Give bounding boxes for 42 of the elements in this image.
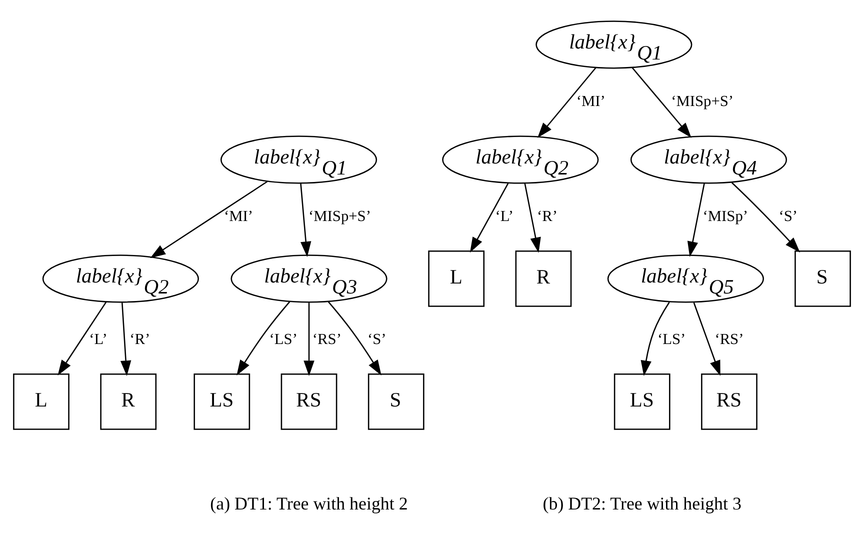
arrow (236, 300, 290, 375)
arrow (304, 302, 314, 376)
edge-label: ‘LS’ (269, 330, 298, 348)
edge-label: ‘MISp’ (702, 208, 748, 225)
arrow (58, 301, 107, 375)
node-box: L (428, 250, 485, 306)
arrow (731, 182, 800, 252)
edge-label: ‘S’ (778, 208, 798, 225)
arrow (537, 66, 596, 138)
arrow (687, 182, 705, 256)
edge-label: ‘MISp+S’ (308, 208, 371, 225)
edge-label: ‘RS’ (714, 330, 744, 348)
arrow (328, 300, 382, 375)
edge-label: ‘R’ (537, 208, 558, 225)
edge-label: ‘L’ (89, 330, 108, 348)
node-box: S (368, 373, 424, 430)
node-box: R (100, 373, 157, 430)
edge-label: ‘MISp+S’ (671, 92, 734, 110)
node-box: R (515, 250, 572, 306)
edge-label: ‘MI’ (224, 208, 254, 225)
node-box: LS (614, 373, 670, 430)
arrow (693, 302, 720, 376)
arrow (524, 182, 541, 252)
edge-label: ‘MI’ (576, 92, 606, 110)
label: (a) DT1: Tree with height 2 (210, 493, 408, 514)
edge-label: ‘S’ (368, 330, 386, 348)
arrow (300, 182, 312, 256)
arrow (150, 180, 268, 258)
edge-label: ‘LS’ (658, 330, 686, 348)
edge-label: ‘RS’ (312, 330, 342, 348)
node-box: RS (701, 373, 758, 430)
node-box: LS (194, 373, 250, 430)
node-box: RS (280, 373, 338, 430)
node-box: S (794, 250, 851, 306)
edge-label: ‘R’ (130, 330, 150, 348)
edge-label: ‘L’ (495, 208, 514, 225)
arrow (632, 66, 692, 138)
arrow (120, 302, 132, 376)
label: (b) DT2: Tree with height 3 (542, 493, 742, 514)
arrow (470, 182, 509, 252)
node-box: L (13, 373, 70, 430)
arrow (640, 301, 670, 376)
